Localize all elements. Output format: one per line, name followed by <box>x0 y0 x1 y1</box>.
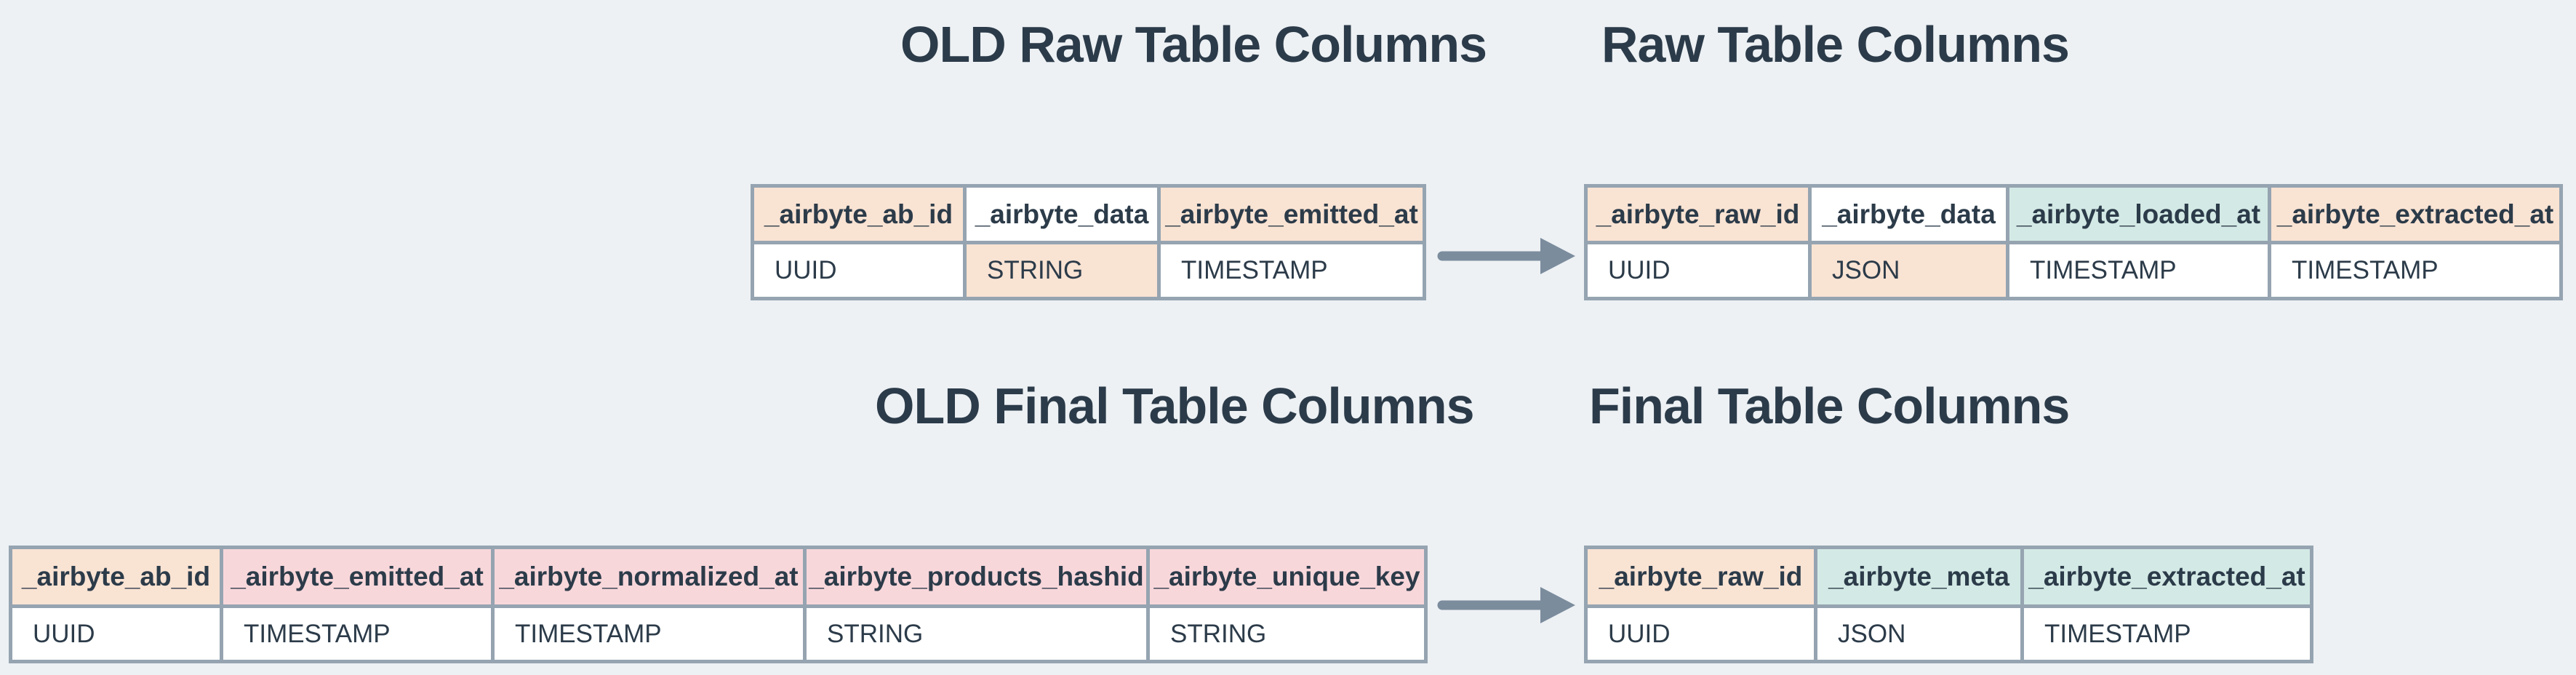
column-header-cell: _airbyte_emitted_at <box>223 549 491 604</box>
column-header-cell: _airbyte_normalized_at <box>495 549 803 604</box>
arrow-right-icon <box>1437 238 1575 274</box>
old-final-table-title: OLD Final Table Columns <box>875 378 1475 434</box>
old-raw-table-title: OLD Raw Table Columns <box>900 16 1487 73</box>
column-header-cell: _airbyte_unique_key <box>1150 549 1424 604</box>
column-header-cell: _airbyte_extracted_at <box>2024 549 2310 604</box>
column-header-cell: _airbyte_ab_id <box>754 188 963 241</box>
column-header-cell: _airbyte_meta <box>1817 549 2020 604</box>
arrow-right-icon <box>1437 587 1575 623</box>
column-header-cell: _airbyte_raw_id <box>1588 549 1814 604</box>
column-header-cell: _airbyte_raw_id <box>1588 188 1808 241</box>
column-type-cell: JSON <box>1817 608 2020 660</box>
column-type-cell: STRING <box>967 244 1157 297</box>
column-type-cell: TIMESTAMP <box>495 608 803 660</box>
old-final-table: _airbyte_ab_id_airbyte_emitted_at_airbyt… <box>9 546 1428 663</box>
final-table: _airbyte_raw_id_airbyte_meta_airbyte_ext… <box>1584 546 2313 663</box>
column-type-cell: UUID <box>1588 244 1808 297</box>
column-header-cell: _airbyte_loaded_at <box>2009 188 2268 241</box>
column-type-cell: TIMESTAMP <box>223 608 491 660</box>
column-type-cell: TIMESTAMP <box>1161 244 1423 297</box>
column-header-cell: _airbyte_data <box>967 188 1157 241</box>
column-type-cell: TIMESTAMP <box>2271 244 2559 297</box>
column-type-cell: UUID <box>1588 608 1814 660</box>
column-type-cell: UUID <box>754 244 963 297</box>
column-header-cell: _airbyte_data <box>1812 188 2006 241</box>
column-type-cell: STRING <box>807 608 1146 660</box>
column-type-cell: UUID <box>12 608 220 660</box>
column-type-cell: TIMESTAMP <box>2024 608 2310 660</box>
final-table-title: Final Table Columns <box>1589 378 2070 434</box>
column-type-cell: JSON <box>1812 244 2006 297</box>
column-header-cell: _airbyte_products_hashid <box>807 549 1146 604</box>
column-header-cell: _airbyte_emitted_at <box>1161 188 1423 241</box>
column-type-cell: TIMESTAMP <box>2009 244 2268 297</box>
column-type-cell: STRING <box>1150 608 1424 660</box>
column-header-cell: _airbyte_extracted_at <box>2271 188 2559 241</box>
raw-table-title: Raw Table Columns <box>1601 16 2070 73</box>
old-raw-table: _airbyte_ab_id_airbyte_data_airbyte_emit… <box>751 184 1426 300</box>
column-header-cell: _airbyte_ab_id <box>12 549 220 604</box>
raw-table: _airbyte_raw_id_airbyte_data_airbyte_loa… <box>1584 184 2563 300</box>
